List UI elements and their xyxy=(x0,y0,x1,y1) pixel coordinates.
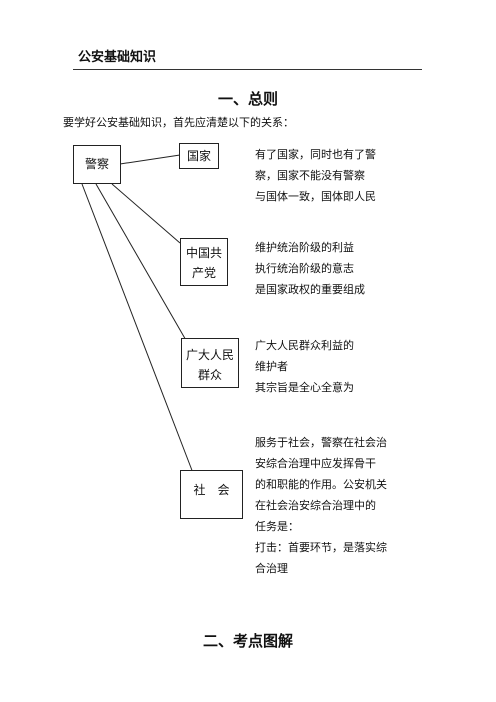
node-police: 警察 xyxy=(73,145,121,184)
desc-line: 在社会治安综合治理中的 xyxy=(255,499,376,512)
desc-line: 有了国家，同时也有了警 xyxy=(255,148,376,161)
desc-line: 合治理 xyxy=(255,562,288,575)
desc-line: 任务是： xyxy=(255,520,299,533)
node-party: 中国共产党 xyxy=(180,238,228,286)
desc-party: 维护统治阶级的利益 执行统治阶级的意志 是国家政权的重要组成 xyxy=(255,237,415,296)
desc-masses: 广大人民群众利益的 维护者 其宗旨是全心全意为 xyxy=(255,335,415,394)
desc-line: 服务于社会，警察在社会治 xyxy=(255,436,387,449)
desc-line: 安综合治理中应发挥骨干 xyxy=(255,457,376,470)
desc-line: 执行统治阶级的意志 xyxy=(255,262,354,275)
node-society: 社 会 xyxy=(180,470,243,519)
desc-line: 察，国家不能没有警察 xyxy=(255,169,365,182)
connector-country xyxy=(119,154,181,165)
node-masses: 广大人民群众 xyxy=(181,338,239,388)
desc-line: 广大人民群众利益的 xyxy=(255,339,354,352)
header-rule xyxy=(73,69,422,70)
connector-masses xyxy=(95,183,188,343)
desc-line: 其宗旨是全心全意为 xyxy=(255,381,354,394)
desc-line: 的和职能的作用。公安机关 xyxy=(255,478,387,491)
desc-line: 维护者 xyxy=(255,360,288,373)
desc-line: 是国家政权的重要组成 xyxy=(255,283,365,296)
desc-society: 服务于社会，警察在社会治 安综合治理中应发挥骨干 的和职能的作用。公安机关 在社… xyxy=(255,432,415,600)
desc-line: 维护统治阶级的利益 xyxy=(255,241,354,254)
header-title: 公安基础知识 xyxy=(78,50,157,65)
node-country: 国家 xyxy=(179,143,219,169)
desc-line: 与国体一致，国体即人民 xyxy=(255,190,376,203)
intro-text: 要学好公安基础知识，首先应清楚以下的关系： xyxy=(63,116,294,129)
desc-line: 打击：首要环节，是落实综 xyxy=(255,541,387,554)
section-heading-general: 一、总则 xyxy=(217,90,278,108)
section-heading-diagram: 二、考点图解 xyxy=(202,632,293,650)
desc-country: 有了国家，同时也有了警 察，国家不能没有警察 与国体一致，国体即人民 xyxy=(255,144,415,214)
connector-party xyxy=(111,183,181,244)
connector-society xyxy=(81,183,194,474)
